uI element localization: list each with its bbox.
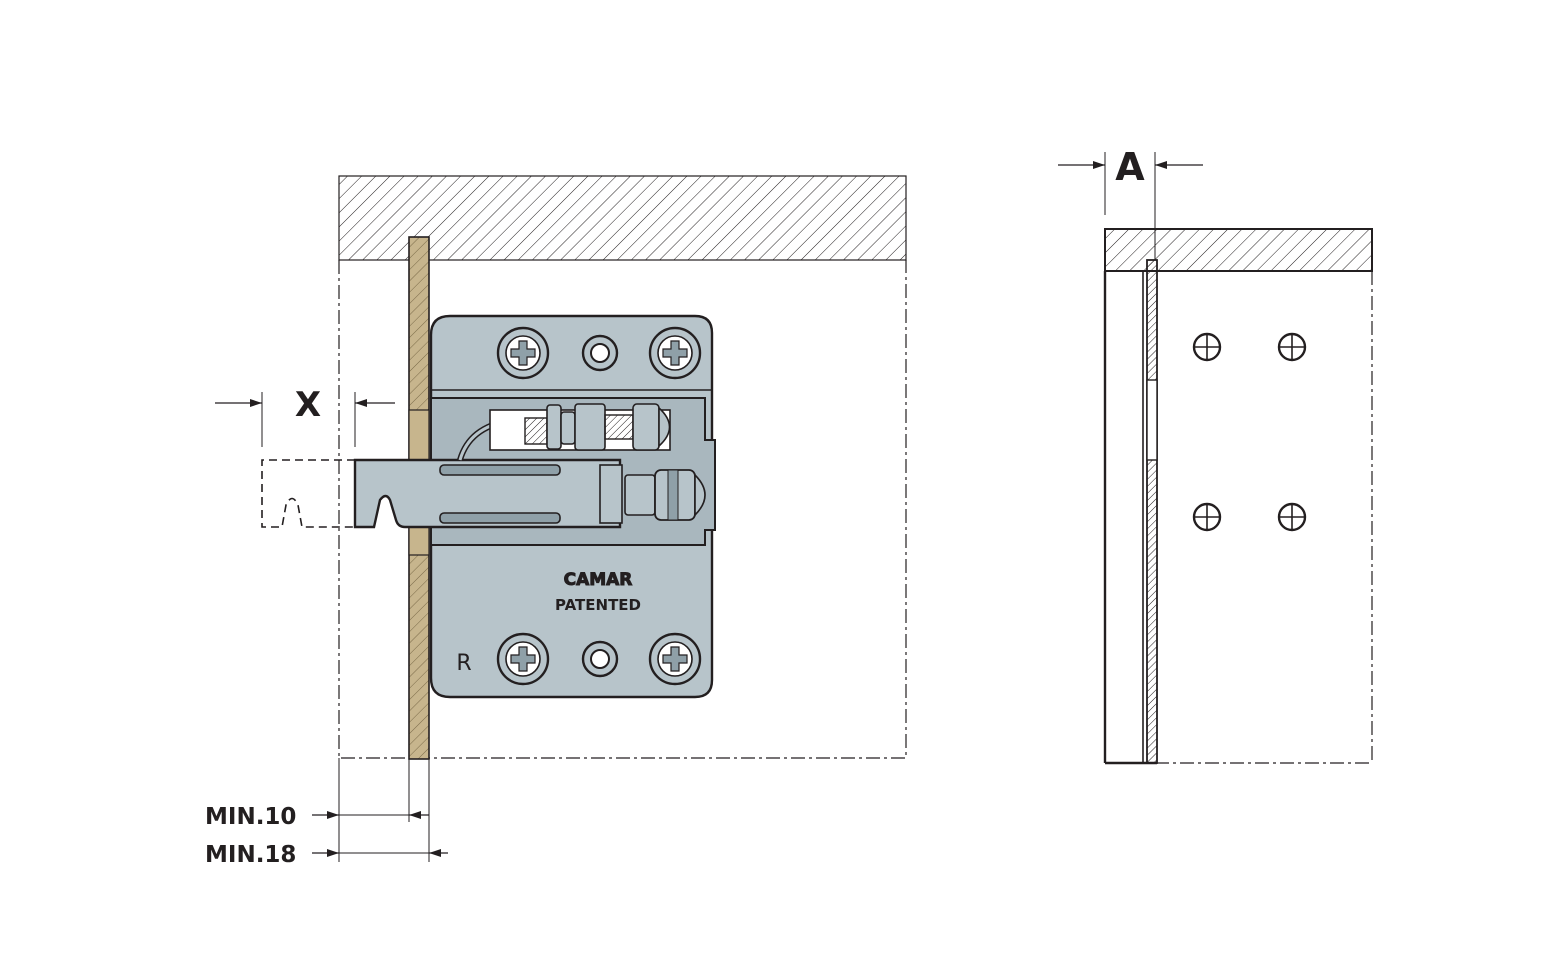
- phillips-screw-icon: [648, 326, 702, 380]
- patent-label: PATENTED: [555, 596, 641, 614]
- side-top-panel-section: [1104, 228, 1373, 272]
- arm-slot-lower: [439, 512, 561, 524]
- sliding-arm: [353, 458, 622, 529]
- crosshair-hole-icon: [1192, 332, 1222, 362]
- door-panel-gap: [1146, 379, 1158, 461]
- crosshair-hole-icon: [1277, 332, 1307, 362]
- side-view: A: [1058, 145, 1373, 765]
- min10-label: MIN.10: [205, 804, 296, 830]
- a-dimension-label: A: [1115, 145, 1145, 189]
- crosshair-hole-icon: [1192, 502, 1222, 532]
- a-dimension: A: [1058, 145, 1203, 260]
- adjustment-spring: [457, 403, 671, 461]
- arm-ghost-position: [261, 459, 355, 528]
- cam-screw: [624, 469, 706, 521]
- brand-label: CAMAR: [564, 570, 633, 590]
- front-view: CAMAR PATENTED R X MIN.10 MIN.18: [205, 175, 907, 868]
- x-dimension: X: [215, 385, 395, 447]
- x-dimension-label: X: [295, 385, 321, 425]
- top-panel-section: [338, 175, 907, 261]
- door-panel-edge: [1146, 259, 1158, 764]
- round-hole-icon: [581, 334, 619, 372]
- round-hole-icon: [581, 640, 619, 678]
- phillips-screw-icon: [496, 326, 550, 380]
- phillips-screw-icon: [648, 632, 702, 686]
- arm-block: [599, 464, 623, 524]
- arm-slot-upper: [439, 464, 561, 476]
- min18-label: MIN.18: [205, 842, 296, 868]
- phillips-screw-icon: [496, 632, 550, 686]
- min-dimensions: MIN.10 MIN.18: [205, 758, 448, 868]
- side-panel-outline: [338, 260, 907, 759]
- crosshair-hole-icon: [1277, 502, 1307, 532]
- side-marker: R: [456, 651, 471, 676]
